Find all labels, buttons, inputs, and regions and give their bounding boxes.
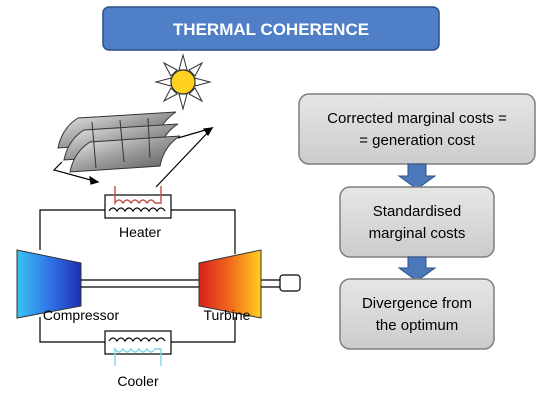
generator-box — [279, 274, 301, 292]
down-arrow-icon — [397, 163, 437, 190]
heater-coil — [114, 186, 162, 206]
cycle-loop — [39, 209, 236, 343]
down-arrow-icon — [397, 256, 437, 282]
turbine-shape — [198, 249, 262, 319]
cooler — [104, 330, 172, 366]
compressor-shape — [16, 249, 82, 319]
flow-box-3-line-1: Divergence from — [362, 295, 472, 312]
title-text: THERMAL COHERENCE — [173, 20, 369, 39]
cooler-label: Cooler — [117, 373, 159, 389]
light-rays — [52, 126, 214, 188]
flow-box-1-line-2: = generation cost — [359, 132, 475, 149]
shaft — [81, 279, 280, 288]
flow-box-2-line-2: marginal costs — [369, 225, 466, 242]
flow-box-3-line-2: the optimum — [376, 317, 459, 334]
compressor-label: Compressor — [43, 307, 120, 323]
heater-label: Heater — [119, 224, 161, 240]
flow-box-1-line-1: Corrected marginal costs = — [327, 110, 507, 127]
flow-box-2-line-1: Standardised — [373, 203, 461, 220]
flow-box-divergence-from-optimum: Divergence from the optimum — [339, 278, 495, 350]
title-banner: THERMAL COHERENCE — [102, 6, 440, 51]
solar-mirror-icon — [57, 111, 181, 173]
heater — [104, 186, 172, 219]
cooler-coil — [114, 346, 162, 366]
turbine-label: Turbine — [204, 307, 251, 323]
sun-icon — [154, 53, 212, 111]
flow-box-standardised-marginal-costs: Standardised marginal costs — [339, 186, 495, 258]
flow-box-corrected-marginal-costs: Corrected marginal costs = = generation … — [298, 93, 536, 165]
